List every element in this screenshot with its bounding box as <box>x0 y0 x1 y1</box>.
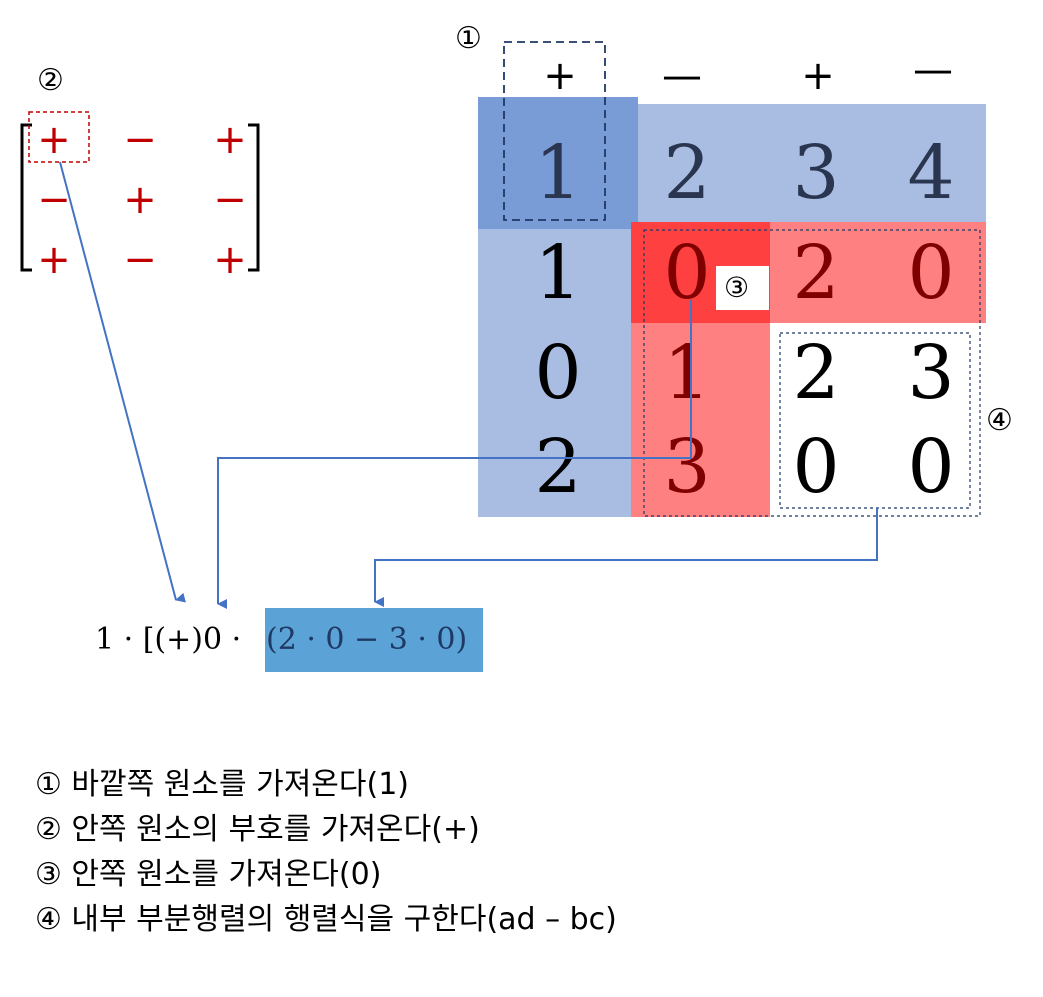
column-sign-1: + <box>543 53 577 99</box>
matrix-cell-r3c3: 2 <box>792 330 840 416</box>
dashed-box-1 <box>503 41 606 221</box>
sign-cell-r1c1: + <box>37 117 71 163</box>
step-3: ③ 안쪽 원소를 가져온다(0) <box>35 857 382 892</box>
sign-cell-r2c1: − <box>37 177 71 223</box>
matrix-cell-r3c2: 1 <box>663 330 711 416</box>
matrix-cell-r3c4: 3 <box>907 330 955 416</box>
column-sign-2: — <box>662 53 702 99</box>
matrix-cell-r4c1: 2 <box>534 424 582 510</box>
sign-cell-r2c2: + <box>123 177 157 223</box>
sign-cell-r3c2: − <box>123 237 157 283</box>
matrix-cell-r2c4: 0 <box>907 230 955 316</box>
formula-highlight-box <box>265 608 483 672</box>
matrix-cell-r4c4: 0 <box>907 424 955 510</box>
sign-cell-r3c3: + <box>213 237 247 283</box>
matrix-cell-r3c1: 0 <box>534 330 582 416</box>
arrow-minor <box>374 508 878 607</box>
step-4: ④ 내부 부분행렬의 행렬식을 구한다(ad – bc) <box>35 902 617 937</box>
sign-cell-r3c1: + <box>37 237 71 283</box>
marker-1-label: ① <box>455 21 482 56</box>
arrow-sign <box>59 161 186 603</box>
marker-2-label: ② <box>37 63 64 98</box>
inner-column-shade <box>631 323 770 517</box>
step-1: ① 바깥쪽 원소를 가져온다(1) <box>35 767 409 802</box>
arrow-element <box>217 300 692 609</box>
marker-3-label: ③ <box>724 271 750 304</box>
matrix-cell-r1c1: 1 <box>534 130 582 216</box>
sign-cell-r2c3: − <box>213 177 247 223</box>
sign-cell-r1c3: + <box>213 117 247 163</box>
matrix-cell-r4c2: 3 <box>663 424 711 510</box>
column-sign-4: — <box>913 47 953 93</box>
matrix-cell-r1c3: 3 <box>792 130 840 216</box>
dashed-box-4 <box>779 332 971 509</box>
matrix-cell-r2c1: 1 <box>534 230 582 316</box>
matrix-cell-r2c2: 0 <box>663 230 711 316</box>
marker-3-box <box>716 266 769 310</box>
dashed-box-submatrix <box>643 229 981 517</box>
matrix-cell-r1c2: 2 <box>663 130 711 216</box>
column-sign-3: + <box>801 53 835 99</box>
formula-highlight: (2 · 0 − 3 · 0) <box>266 622 468 657</box>
matrix-cell-r4c3: 0 <box>792 424 840 510</box>
matrix-cell-r1c4: 4 <box>907 130 955 216</box>
sign-matrix-brackets <box>20 111 260 272</box>
step-2: ② 안쪽 원소의 부호를 가져온다(+) <box>35 812 480 847</box>
sign-cell-r1c2: − <box>123 117 157 163</box>
first-column-shade <box>478 229 638 517</box>
marker-4-label: ④ <box>986 403 1013 438</box>
matrix-cell-r2c3: 2 <box>792 230 840 316</box>
formula-prefix: 1 · [(+)0 · <box>95 622 242 657</box>
